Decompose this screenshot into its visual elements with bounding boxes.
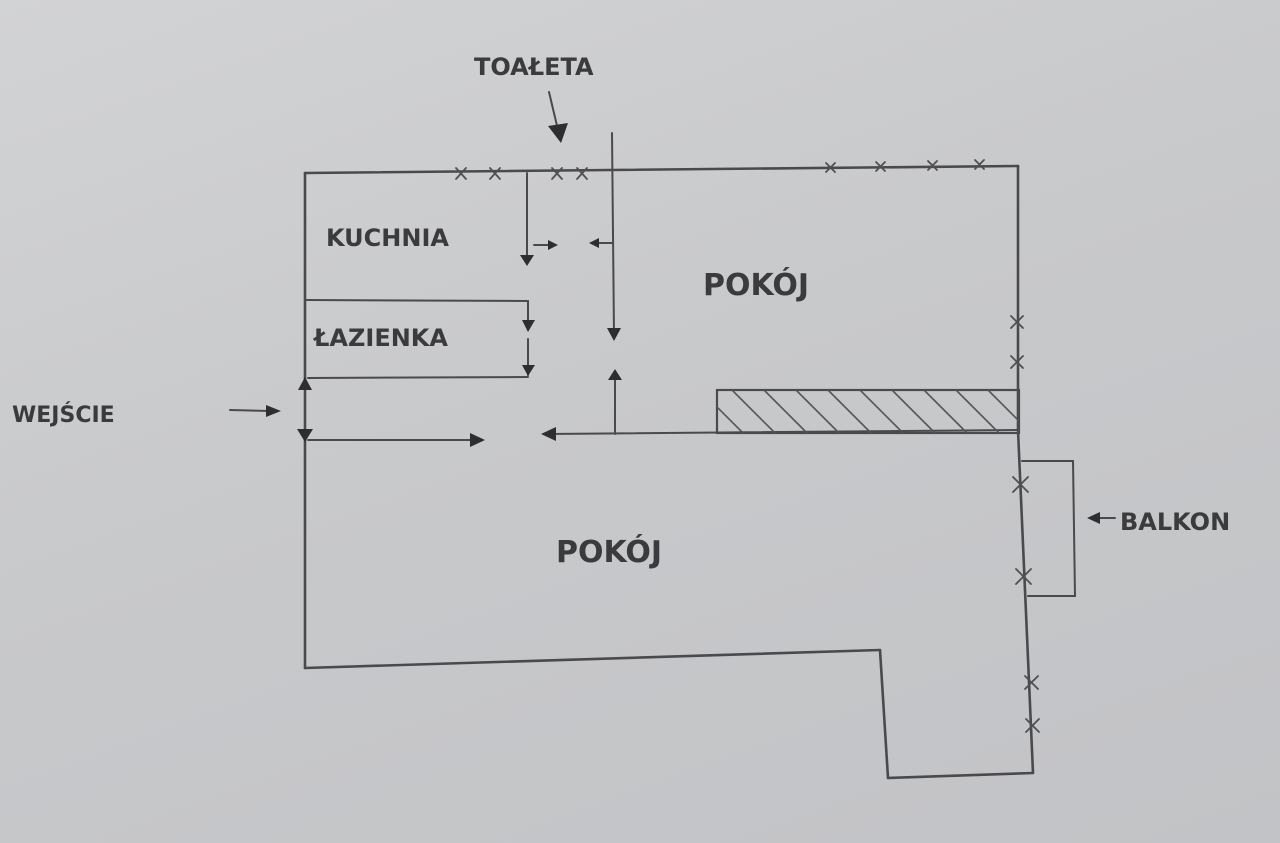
window-mark xyxy=(1012,476,1029,493)
arrow-right-icon xyxy=(548,240,558,250)
entrance-pointer xyxy=(229,405,281,417)
hatched-wall-block xyxy=(715,388,1021,435)
upper-room-label: POKÓJ xyxy=(703,266,809,303)
window-mark xyxy=(1010,355,1024,369)
arrow-down-icon xyxy=(520,255,534,266)
arrow-up-icon xyxy=(298,377,312,390)
window-mark xyxy=(875,161,886,172)
window-mark xyxy=(1025,718,1040,733)
window-mark xyxy=(1024,675,1039,690)
window-mark xyxy=(576,167,588,180)
balcony-label: BALKON xyxy=(1120,508,1230,536)
interior-walls xyxy=(305,132,1019,441)
arrow-down-icon xyxy=(297,429,313,442)
arrow-left-icon xyxy=(589,238,599,248)
arrow-down-icon xyxy=(607,328,621,341)
arrow-left-icon xyxy=(1087,512,1100,524)
arrow-left-icon xyxy=(541,427,556,441)
window-mark xyxy=(489,167,501,180)
toilet-label: TOAŁETA xyxy=(474,53,594,81)
arrow-up-icon xyxy=(608,369,622,380)
window-mark xyxy=(1015,568,1032,585)
window-mark xyxy=(551,167,563,180)
bathroom-label: ŁAZIENKA xyxy=(312,324,448,352)
balcony-pointer xyxy=(1087,512,1116,524)
window-mark xyxy=(455,167,467,180)
arrow-down-icon xyxy=(548,123,568,143)
lower-room-label: POKÓJ xyxy=(556,533,662,570)
toilet-pointer xyxy=(548,91,568,143)
outer-walls xyxy=(303,164,1035,780)
arrow-down-icon xyxy=(522,365,535,376)
arrow-right-icon xyxy=(266,405,281,417)
door-arrows xyxy=(297,238,622,447)
window-mark xyxy=(974,159,985,170)
entrance-label: WEJŚCIE xyxy=(12,402,115,428)
kitchen-label: KUCHNIA xyxy=(326,224,449,252)
window-marks xyxy=(455,159,1040,733)
arrow-right-icon xyxy=(470,433,485,447)
window-mark xyxy=(825,162,836,173)
arrow-down-icon xyxy=(522,320,535,332)
balcony-outline xyxy=(1021,460,1077,597)
window-mark xyxy=(1010,315,1024,329)
window-mark xyxy=(927,160,938,171)
